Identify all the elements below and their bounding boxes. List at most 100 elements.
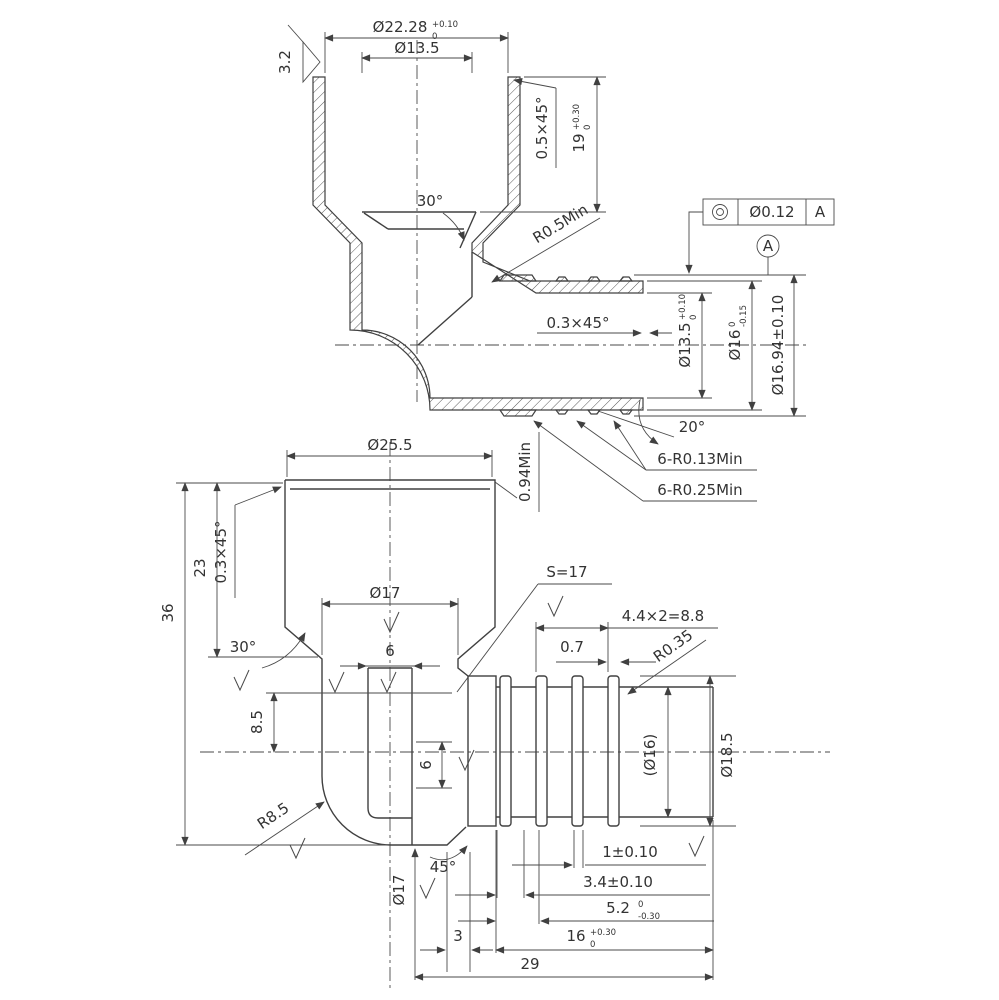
concentricity-icon: [712, 204, 728, 220]
dim-spigot-od: Ø17: [390, 848, 436, 980]
dim-offset-85-value: 8.5: [248, 710, 266, 734]
dim-angle-45-value: 45°: [430, 858, 457, 876]
dim-ring-width-07: 0.7: [556, 638, 656, 666]
dim-52-lower-tol: -0.30: [638, 912, 660, 922]
dim-angle-30-bottom-value: 30°: [230, 638, 257, 656]
dim-elbow-radius: R8.5: [244, 799, 325, 859]
dim-socket-bore-lower-tol: 0: [432, 32, 437, 42]
dim-height-36: 36: [159, 482, 388, 846]
dim-rib-radius-025: 6-R0.25Min: [657, 481, 742, 499]
barb-ribs-section: [498, 274, 634, 417]
dim-min-wall: 0.94Min: [494, 432, 540, 512]
dim-overall-29-value: 29: [520, 955, 539, 973]
surface-finish-icon: [419, 877, 436, 899]
dim-chamfer-03-bottom-value: 0.3×45°: [212, 520, 230, 583]
dim-52-value: 5.2: [606, 899, 630, 917]
dim-neck-od-value: Ø17: [370, 584, 401, 602]
dim-socket-depth-lower-tol: 0: [583, 125, 593, 130]
dim-wall-6-value: 6: [417, 760, 435, 770]
dim-hex-flats-value: S=17: [546, 563, 587, 581]
dim-collar-3: 3: [420, 852, 493, 972]
right-top-wall-section: [471, 76, 644, 294]
surface-finish-icon: [383, 611, 400, 633]
feature-control-frame: Ø0.12 A: [685, 198, 835, 274]
dim-bore-right-lower-tol: 0: [689, 315, 699, 320]
surface-finish-icon: [688, 835, 705, 857]
dim-socket-bore-upper-tol: +0.10: [432, 20, 458, 30]
dim-tube-od-value: Ø16: [726, 330, 744, 361]
surface-finish-icon: [233, 669, 250, 691]
dim-tube-od-upper-tol: 0: [728, 322, 738, 327]
dim-inner-bore-top: Ø13.5: [361, 39, 473, 73]
dim-angle-20: 20°: [597, 399, 705, 445]
dim-barb-od-value: Ø16.94±0.10: [769, 295, 787, 396]
dim-angle-30-bottom: 30°: [230, 632, 306, 691]
left-bottom-wall-section: [312, 76, 644, 411]
dim-rib-radius-013: 6-R0.13Min: [657, 450, 742, 468]
dim-34: 3.4±0.10: [455, 830, 710, 899]
dim-collar-3-value: 3: [453, 927, 463, 945]
dim-socket-bore: Ø22.28 +0.10 0: [324, 18, 509, 73]
dim-barb-length-16-upper-tol: +0.30: [590, 928, 616, 938]
dim-ring-crest-1: 1±0.10: [512, 830, 706, 869]
dim-slot-width-6-value: 6: [385, 642, 395, 660]
dim-min-wall-value: 0.94Min: [516, 442, 534, 502]
dim-ring-pitch-value: 4.4×2=8.8: [622, 607, 704, 625]
dim-barb-length-16: 16 +0.30 0: [495, 820, 714, 980]
dim-hex-flats: S=17: [456, 563, 612, 693]
dim-spigot-od-value: Ø17: [390, 875, 408, 906]
dim-elbow-radius-value: R8.5: [254, 799, 292, 833]
dim-socket-bore-value: Ø22.28: [373, 18, 428, 36]
dim-chamfer-03-bottom: 0.3×45°: [212, 486, 282, 598]
dim-cup-od: Ø25.5: [286, 436, 493, 477]
surface-finish-icon-label: 3.2: [276, 50, 294, 74]
surface-finish-3-2: 3.2: [276, 24, 321, 84]
dim-34-value: 3.4±0.10: [583, 873, 653, 891]
internal-edges: [362, 211, 477, 346]
dim-overall-29: 29: [414, 955, 714, 981]
section-view: Ø22.28 +0.10 0 Ø13.5 3.2 0.5×45° 19 +0.3…: [276, 18, 835, 502]
dim-ring-pitch: 4.4×2=8.8: [535, 607, 718, 672]
surface-finish-icon: [458, 749, 475, 771]
body-outline: [284, 479, 714, 846]
dim-tube-ref: (Ø16): [641, 686, 672, 818]
dim-barb-length-16-value: 16: [566, 927, 585, 945]
dim-chamfer-03-top-value: 0.3×45°: [546, 314, 609, 332]
dim-ring-radius-value: R0.35: [650, 626, 696, 666]
dim-slot-width-6: 6: [328, 642, 440, 693]
datum-a-label: A: [763, 237, 774, 255]
dim-angle-30-top: 30°: [417, 192, 465, 241]
dim-offset-85: 8.5: [248, 692, 452, 753]
datum-a-flag: A: [756, 234, 780, 276]
dim-angle-30-top-value: 30°: [417, 192, 444, 210]
dim-socket-depth: 19 +0.30 0: [480, 76, 606, 213]
fcf-datum-ref: A: [815, 203, 826, 221]
external-view: Ø25.5 0.94Min 0.3×45° 23 36 30° Ø17: [159, 432, 830, 988]
dim-52: 5.2 0 -0.30: [458, 830, 714, 925]
dim-ring-od-value: Ø18.5: [718, 732, 736, 777]
dim-ring-radius: R0.35: [627, 626, 707, 695]
dim-ring-width-07-value: 0.7: [560, 638, 584, 656]
dim-bore-right-upper-tol: +0.10: [678, 294, 688, 320]
dim-tube-od: Ø16 0 -0.15: [647, 280, 762, 411]
dim-tube-ref-value: (Ø16): [641, 734, 659, 777]
surface-finish-icon: [328, 671, 345, 693]
dim-ring-od: Ø18.5: [640, 675, 736, 857]
surface-finish-icon: [380, 671, 397, 693]
dim-barb-length-16-lower-tol: 0: [590, 940, 595, 950]
dim-tube-od-lower-tol: -0.15: [739, 305, 749, 327]
dim-socket-depth-upper-tol: +0.30: [572, 104, 582, 130]
dim-height-36-value: 36: [159, 603, 177, 622]
dim-depth-23: 23: [176, 482, 318, 658]
dim-52-upper-tol: 0: [638, 900, 643, 910]
dim-chamfer-03-top: 0.3×45°: [537, 314, 672, 337]
dim-angle-45: 45°: [430, 845, 468, 876]
dim-fillet-r05-value: R0.5Min: [530, 200, 591, 247]
dim-socket-depth-value: 19: [570, 133, 588, 152]
dim-chamfer-05: 0.5×45°: [513, 77, 557, 168]
dim-bore-right-value: Ø13.5: [676, 322, 694, 367]
surface-finish-icon: [289, 837, 306, 859]
dim-depth-23-value: 23: [191, 558, 209, 577]
